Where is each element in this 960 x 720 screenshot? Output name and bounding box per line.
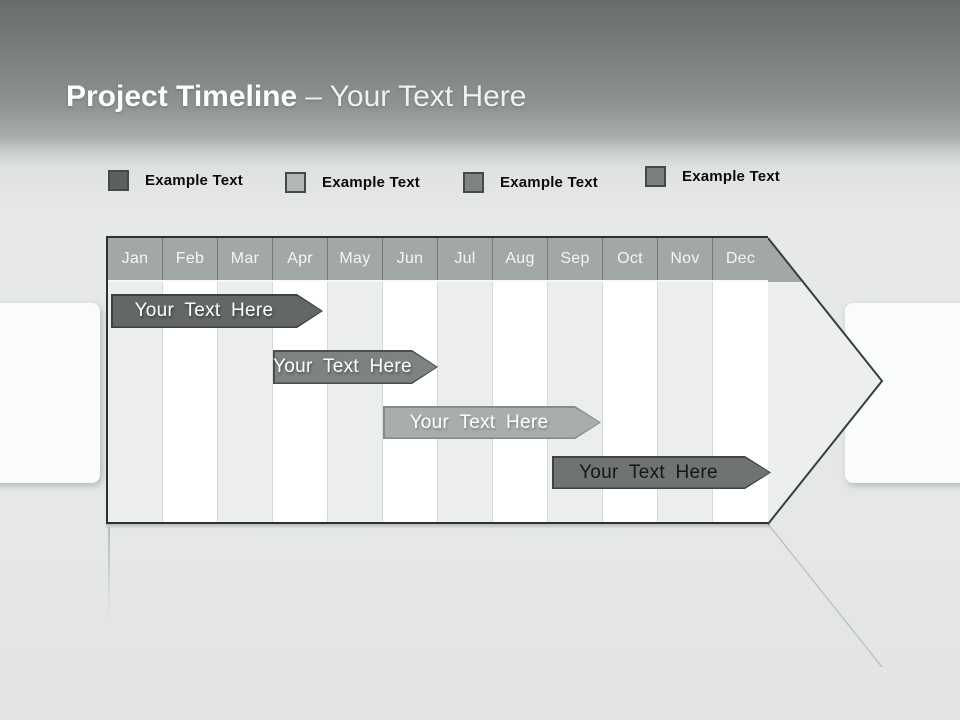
table-reflection-arrow-edge	[767, 523, 883, 668]
legend-swatch-icon	[463, 172, 484, 193]
page-title-main: Project Timeline	[66, 80, 298, 114]
page-title-suffix: – Your Text Here	[305, 80, 527, 114]
legend-swatch-icon	[108, 170, 129, 191]
month-cell: May	[328, 238, 383, 280]
month-column	[383, 282, 438, 522]
timeline-arrow-head	[767, 237, 884, 525]
legend-swatch-icon	[645, 166, 666, 187]
month-cell: Dec	[713, 238, 768, 280]
task-bar-label: Your Text Here	[409, 411, 549, 433]
task-bar-fill	[554, 458, 770, 488]
month-cell: Jul	[438, 238, 493, 280]
task-bar-label: Your Text Here	[134, 300, 274, 321]
task-bar-fill	[275, 352, 437, 383]
legend-item: Example Text	[645, 166, 780, 187]
table-bottom-shadow	[106, 524, 770, 529]
legend-swatch-icon	[285, 172, 306, 193]
month-cell: Mar	[218, 238, 273, 280]
legend-label: Example Text	[500, 174, 598, 191]
task-bar: Your Text Here	[552, 456, 771, 489]
month-cell: Apr	[273, 238, 328, 280]
task-bar: Your Text Here	[111, 294, 323, 328]
legend-label: Example Text	[145, 172, 243, 189]
month-cell: Sep	[548, 238, 603, 280]
legend-label: Example Text	[322, 174, 420, 191]
legend-label: Example Text	[682, 168, 780, 185]
task-bar: Your Text Here	[383, 406, 601, 439]
month-cell: Oct	[603, 238, 658, 280]
month-cell: Jan	[108, 238, 163, 280]
month-cell: Aug	[493, 238, 548, 280]
legend-item: Example Text	[463, 172, 598, 193]
month-column	[493, 282, 548, 522]
task-bar-fill	[113, 296, 322, 327]
table-reflection-left-edge	[108, 527, 110, 619]
task-bar: Your Text Here	[273, 350, 438, 384]
legend-item: Example Text	[108, 170, 243, 191]
task-bar-label: Your Text Here	[579, 461, 718, 483]
legend-item: Example Text	[285, 172, 420, 193]
month-cell: Feb	[163, 238, 218, 280]
task-bar-label: Your Text Here	[273, 356, 412, 377]
background-panel-left	[0, 303, 100, 483]
month-column	[328, 282, 383, 522]
month-column	[438, 282, 493, 522]
month-cell: Jun	[383, 238, 438, 280]
page-title: Project Timeline– Your Text Here	[66, 80, 526, 114]
month-cell: Nov	[658, 238, 713, 280]
task-bar-fill	[385, 408, 600, 438]
timeline-month-header: Jan Feb Mar Apr May Jun Jul Aug Sep Oct …	[108, 238, 768, 282]
